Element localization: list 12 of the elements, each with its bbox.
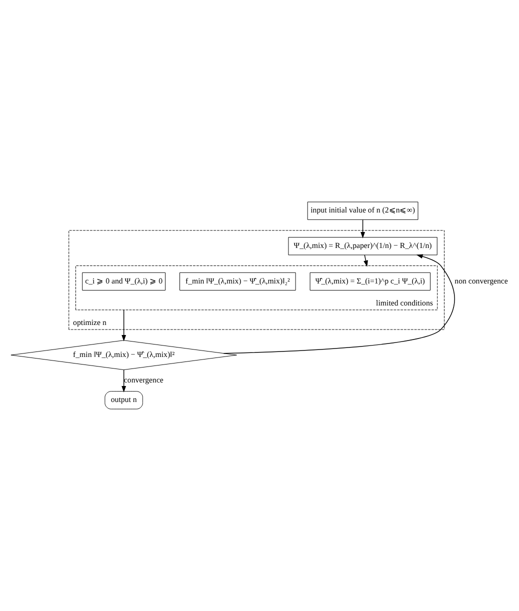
node-box: output n [104, 391, 143, 410]
edge-label: non convergence [454, 276, 508, 286]
node-box: Ψ̂_(λ,mix) = Σ_(i=1)^p c_i Ψ_(λ,i) [310, 272, 430, 291]
arrow [360, 219, 366, 238]
node-box: input initial value of n (2⩽n⩽∞) [307, 202, 418, 220]
edge-label: convergence [124, 375, 164, 384]
arrow [122, 310, 126, 342]
arrow [122, 370, 126, 392]
node-box: c_i ⩾ 0 and Ψ_(λ,i) ⩾ 0 [82, 272, 166, 291]
node-box: f_min ‖Ψ_(λ,mix) − Ψ̂_(λ,mix)‖₂² [180, 272, 296, 291]
node-diamond: f_min ‖Ψ_(λ,mix) − Ψ̂_(λ,mix)‖² [10, 340, 237, 370]
node-box: Ψ_(λ,mix) = R_(λ,paper)^(1/n) − R_λ^(1/n) [288, 237, 438, 256]
